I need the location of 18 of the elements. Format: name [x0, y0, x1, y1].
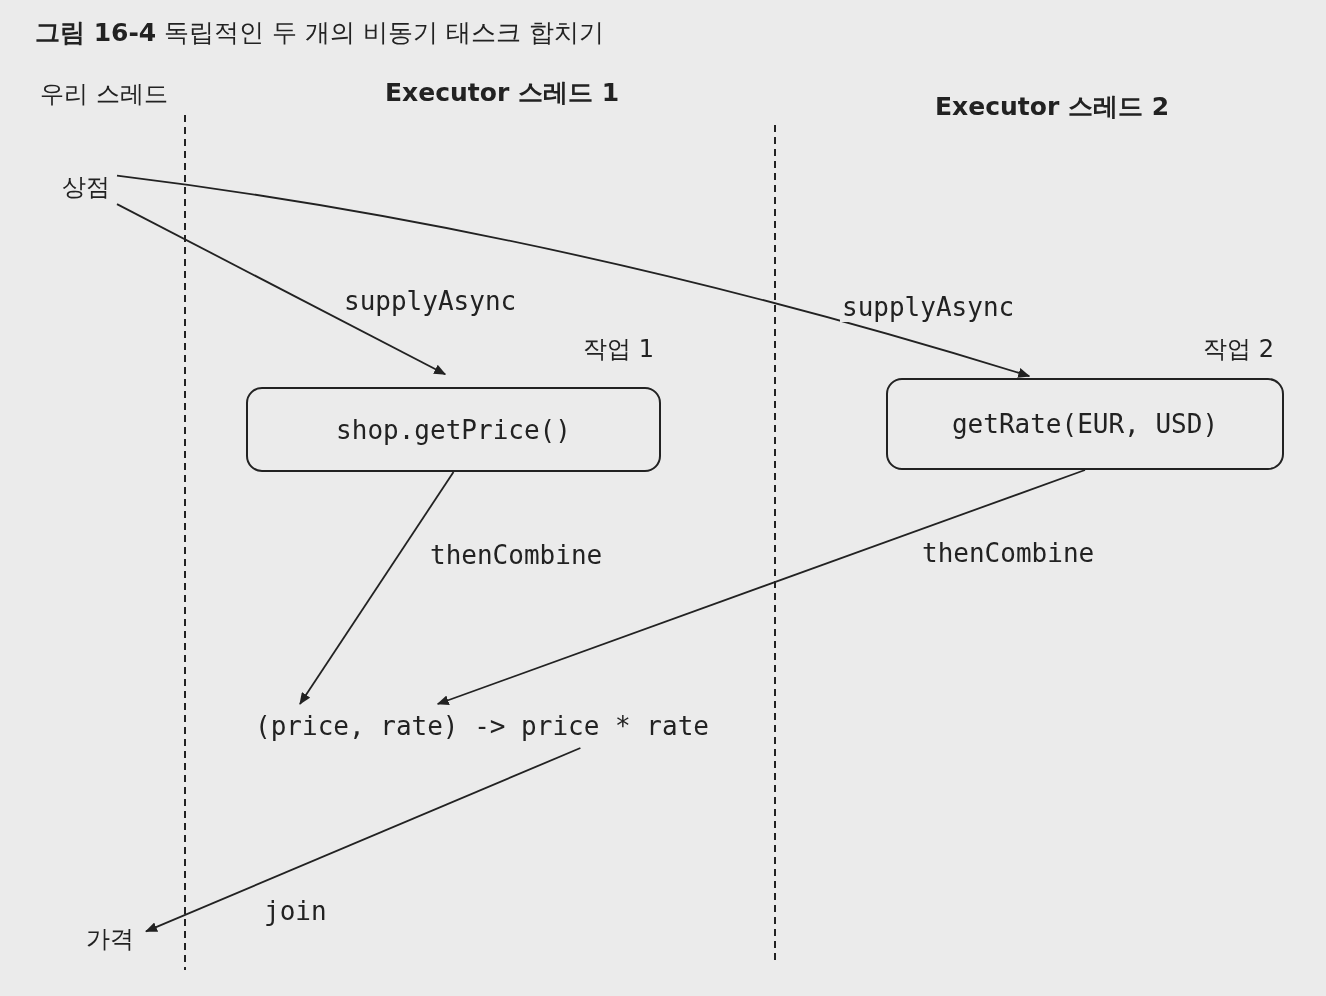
arrow: [116, 203, 447, 376]
node-label: 가격: [86, 924, 134, 955]
lane-header: Executor 스레드 1: [385, 77, 620, 109]
process-box: [886, 378, 1284, 470]
arrow: [116, 174, 1031, 378]
process-box: [246, 387, 661, 472]
lane-header: 우리 스레드: [40, 79, 168, 110]
arrow: [436, 469, 1086, 705]
node-label: 상점: [62, 172, 110, 203]
method-call: shop.getPrice(): [336, 414, 571, 445]
method-call: getRate(EUR, USD): [951, 409, 1219, 439]
figure-title: 그림 16-4 독립적인 두 개의 비동기 태스크 합치기: [35, 17, 604, 49]
lambda-expression: (price, rate) -> price * rate: [255, 711, 709, 741]
task-label: 작업 1: [583, 334, 654, 365]
arrow: [299, 471, 455, 705]
task-label: 작업 2: [1203, 334, 1274, 365]
lane-header: Executor 스레드 2: [935, 91, 1170, 123]
arrow: [145, 747, 582, 933]
